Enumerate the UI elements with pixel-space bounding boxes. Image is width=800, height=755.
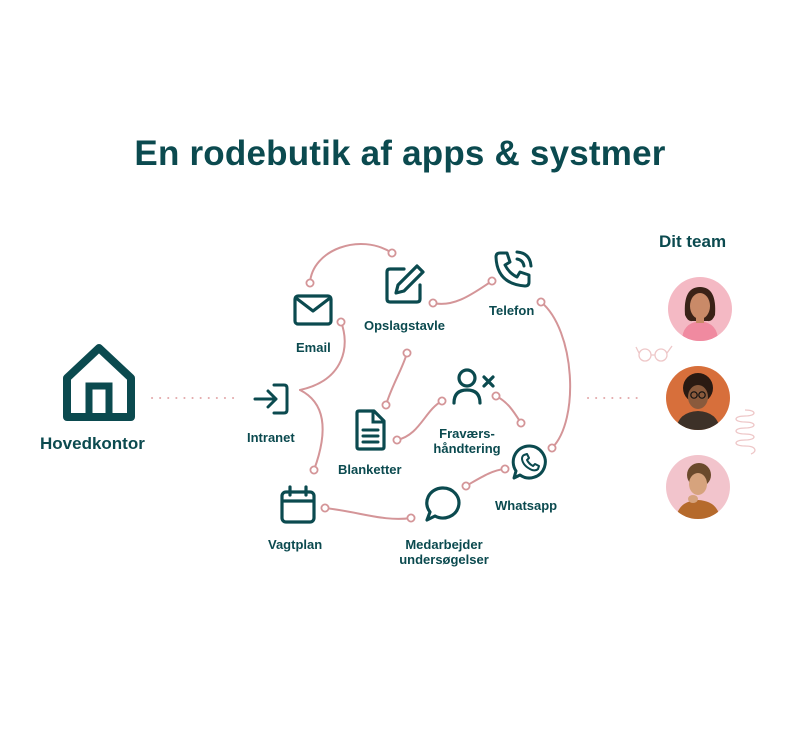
user-remove-icon	[452, 368, 495, 405]
opslagstavle-label: Opslagstavle	[364, 318, 445, 333]
connector-blanketter-top	[385, 352, 408, 406]
medarbejder-label: Medarbejder undersøgelser	[392, 537, 496, 567]
fravaer-label-line2: håndtering	[433, 441, 501, 456]
decor-doodles	[635, 345, 756, 455]
connector-medarbejder-whatsapp	[465, 468, 506, 487]
login-arrow-icon	[253, 383, 289, 415]
calendar-icon	[280, 485, 316, 524]
chat-bubble-icon	[425, 486, 461, 522]
intranet-label: Intranet	[247, 430, 295, 445]
avatar-woman	[668, 277, 732, 341]
blanketter-label: Blanketter	[338, 462, 402, 477]
connector-vagtplan-medarbejder	[324, 507, 412, 520]
house-icon	[63, 344, 135, 421]
page-title: En rodebutik af apps & systmer	[134, 134, 666, 173]
telefon-label: Telefon	[489, 303, 535, 318]
document-icon	[355, 409, 386, 451]
vagtplan-label: Vagtplan	[268, 537, 323, 552]
envelope-icon	[293, 294, 333, 326]
connector-fravaer-right	[495, 395, 522, 424]
team-label: Dit team	[659, 232, 727, 251]
hq-label: Hovedkontor	[40, 434, 145, 453]
fravaer-label-line1: Fraværs-	[439, 426, 495, 441]
whatsapp-label: Whatsapp	[495, 498, 558, 513]
connector-telefon-whatsapp	[540, 301, 572, 449]
email-label: Email	[296, 340, 331, 355]
whatsapp-icon	[511, 444, 547, 480]
medarbejder-label-line2: undersøgelser	[399, 552, 489, 567]
connector-email-opslag	[309, 243, 393, 284]
edit-pencil-icon	[385, 264, 425, 304]
connector-intranet-email	[299, 321, 346, 391]
connector-intranet-vagtplan	[299, 389, 324, 471]
phone-ringing-icon	[494, 250, 533, 288]
medarbejder-label-line1: Medarbejder	[405, 537, 483, 552]
avatar-man-glasses	[666, 366, 730, 430]
fravaer-label: Fraværs- håndtering	[424, 426, 510, 456]
avatar-man-thinking	[666, 455, 730, 519]
connector-opslag-telefon	[432, 280, 493, 305]
connector-blanketter-fravaer	[396, 400, 443, 441]
